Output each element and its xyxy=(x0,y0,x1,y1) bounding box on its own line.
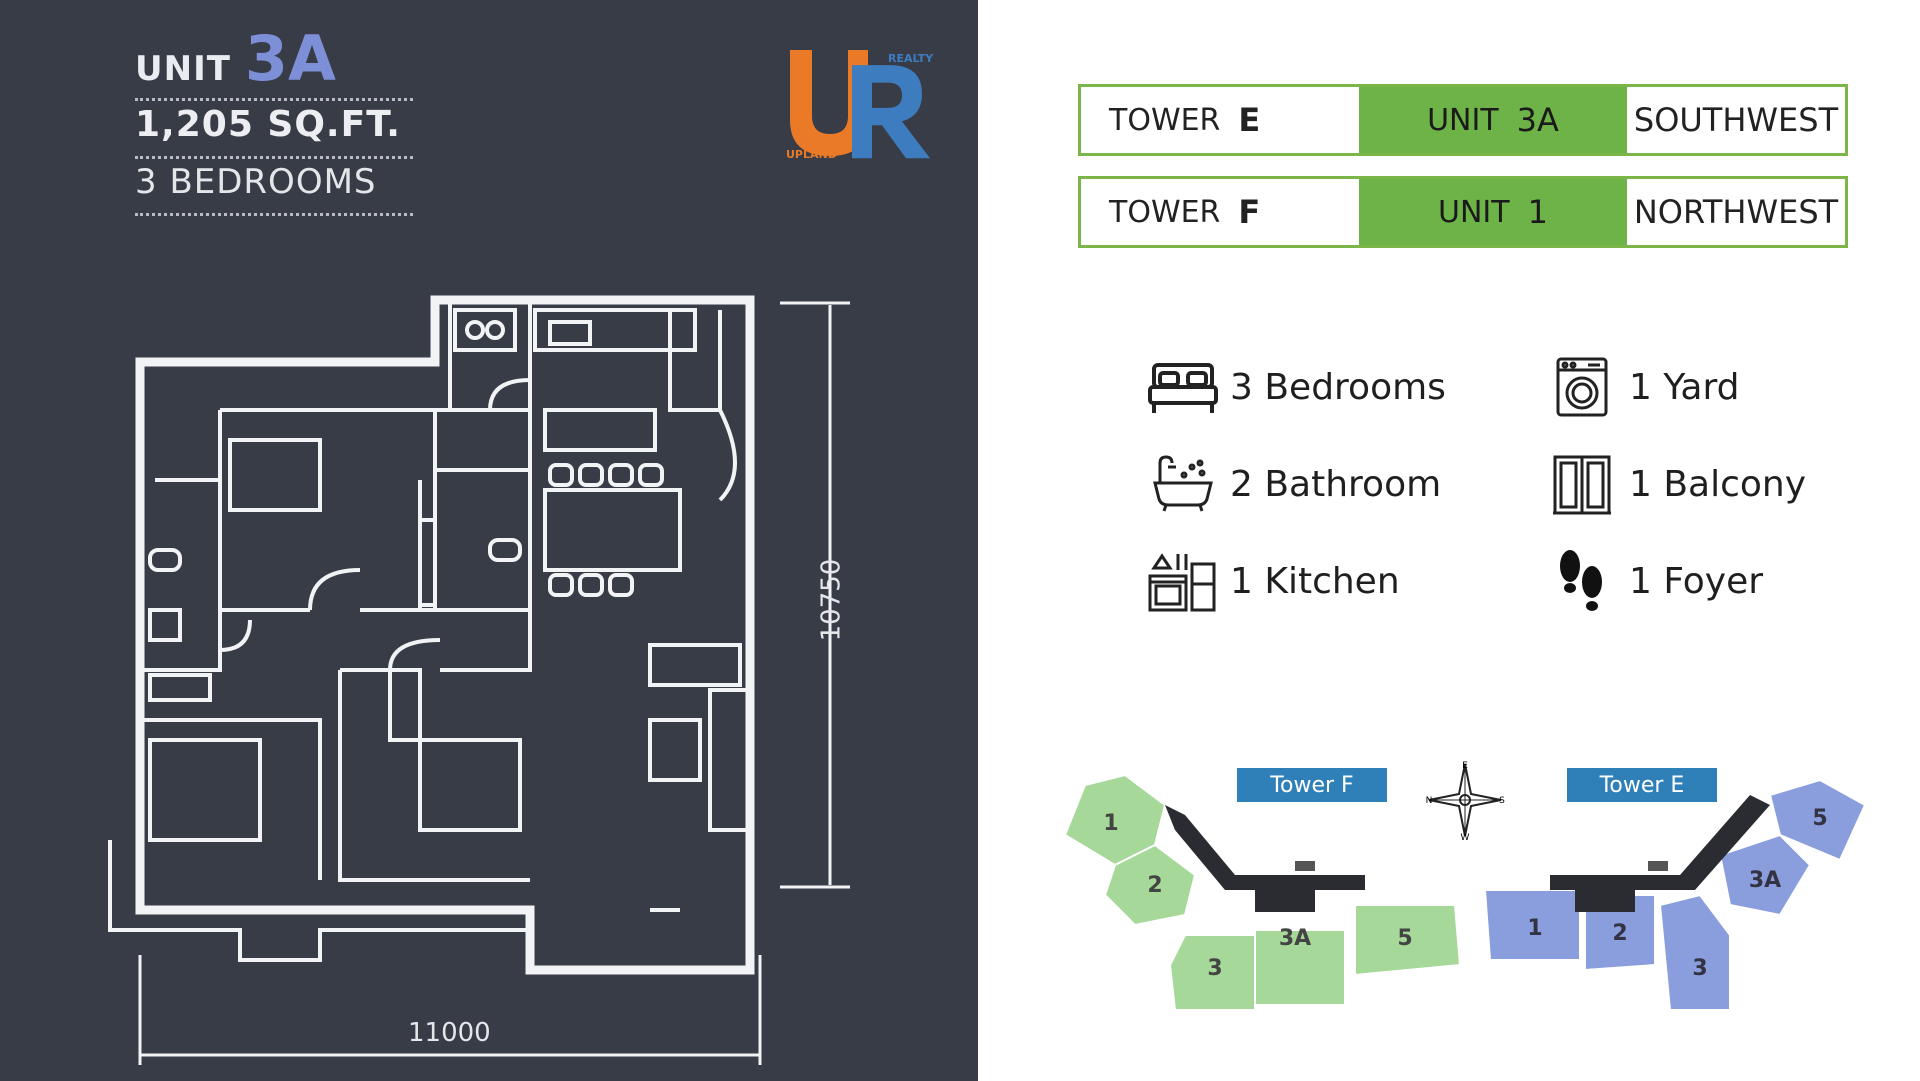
feature-label: 1 Balcony xyxy=(1629,463,1807,505)
height-dimension: 10750 xyxy=(816,558,847,642)
tower-f-plan: 1 2 3 3A 5 xyxy=(1063,773,1462,1011)
unit-number: 3A xyxy=(244,22,337,95)
feature-label: 1 Kitchen xyxy=(1230,560,1400,602)
tower-e-unit-5: 5 xyxy=(1812,806,1827,831)
unit-word: UNIT xyxy=(1438,194,1510,230)
feature-foyer: 1 Foyer xyxy=(1547,550,1763,612)
tower-word: TOWER xyxy=(1109,102,1221,138)
feature-label: 1 Foyer xyxy=(1629,560,1764,602)
upland-realty-logo: REALTY UPLAND xyxy=(786,50,934,161)
logo-bottom-text: UPLAND xyxy=(786,148,837,161)
tower-word: TOWER xyxy=(1109,194,1221,230)
tower-f-label: Tower F xyxy=(1237,768,1387,802)
orientation-cell: SOUTHWEST xyxy=(1633,101,1839,139)
compass-w: W xyxy=(1461,833,1470,840)
floor-plan-drawing xyxy=(108,295,755,975)
compass-icon: E N S W xyxy=(1426,761,1505,840)
tower-f-unit-2: 2 xyxy=(1147,873,1162,898)
tower-f-unit-3: 3 xyxy=(1207,956,1222,981)
tower-e-label: Tower E xyxy=(1567,768,1717,802)
unit-row-tower-f: TOWER F UNIT 1 NORTHWEST xyxy=(1078,176,1848,248)
tower-letter: F xyxy=(1238,193,1261,231)
feature-yard: 1 Yard xyxy=(1547,356,1739,418)
tower-letter: E xyxy=(1238,101,1261,139)
yard-washer-icon xyxy=(1547,356,1617,418)
feature-kitchen: 1 Kitchen xyxy=(1148,550,1400,612)
height-dimension-line xyxy=(780,301,850,889)
feature-bedrooms: 3 Bedrooms xyxy=(1148,356,1446,418)
orientation-cell: NORTHWEST xyxy=(1633,193,1839,231)
tower-cell: TOWER F xyxy=(1081,179,1359,245)
tower-e-unit-3a: 3A xyxy=(1749,868,1781,893)
feature-label: 1 Yard xyxy=(1629,366,1740,408)
compass-e: E xyxy=(1462,761,1468,771)
tower-e-unit-1: 1 xyxy=(1527,916,1542,941)
unit-value: 3A xyxy=(1516,101,1559,139)
unit-cell: UNIT 1 xyxy=(1359,179,1627,245)
feature-balcony: 1 Balcony xyxy=(1547,453,1806,515)
divider xyxy=(135,156,413,159)
unit-row-tower-e: TOWER E UNIT 3A SOUTHWEST xyxy=(1078,84,1848,156)
compass-n: N xyxy=(1426,796,1433,806)
tower-f-unit-5: 5 xyxy=(1397,926,1412,951)
unit-bedrooms: 3 BEDROOMS xyxy=(135,162,377,202)
tower-f-unit-3a: 3A xyxy=(1279,926,1311,951)
bed-icon xyxy=(1148,356,1218,418)
feature-bathroom: 2 Bathroom xyxy=(1148,453,1441,515)
floorplan-panel: UNIT 3A 1,205 SQ.FT. 3 BEDROOMS REALTY UP… xyxy=(0,0,978,1081)
unit-word: UNIT xyxy=(135,49,231,89)
divider xyxy=(135,213,413,216)
width-dimension-line xyxy=(138,955,762,1065)
footprints-icon xyxy=(1547,550,1617,612)
tower-cell: TOWER E xyxy=(1081,87,1359,153)
unit-value: 1 xyxy=(1527,193,1548,231)
unit-area: 1,205 SQ.FT. xyxy=(135,104,401,145)
tower-e-unit-2: 2 xyxy=(1612,921,1627,946)
logo-top-text: REALTY xyxy=(888,52,934,65)
bathtub-icon xyxy=(1148,453,1218,515)
balcony-door-icon xyxy=(1547,453,1617,515)
unit-cell: UNIT 3A xyxy=(1359,87,1627,153)
feature-label: 2 Bathroom xyxy=(1230,463,1442,505)
width-dimension: 11000 xyxy=(408,1018,491,1048)
unit-word: UNIT xyxy=(1427,102,1499,138)
divider xyxy=(135,98,413,101)
tower-f-unit-1: 1 xyxy=(1103,811,1118,836)
tower-e-unit-3: 3 xyxy=(1692,956,1707,981)
compass-s: S xyxy=(1499,796,1505,806)
tower-e-plan: 1 2 3 3A 5 xyxy=(1483,778,1867,1011)
unit-title: UNIT 3A xyxy=(135,22,336,95)
kitchen-icon xyxy=(1148,550,1218,612)
feature-label: 3 Bedrooms xyxy=(1230,366,1446,408)
